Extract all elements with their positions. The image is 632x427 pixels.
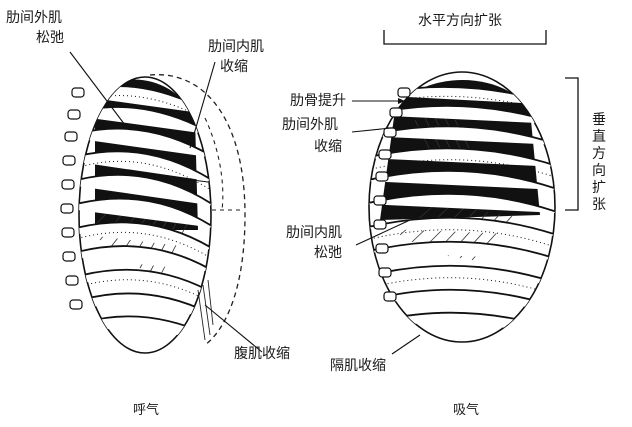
label-rib-raise: 肋骨提升 bbox=[290, 93, 346, 109]
label-abdominal-contract: 腹肌收缩 bbox=[234, 346, 290, 362]
label-ext-intercostal-contract-line2: 收缩 bbox=[314, 139, 342, 155]
vertical-bracket bbox=[565, 77, 579, 211]
label-ext-intercostal-relax-line1: 肋间外肌 bbox=[6, 10, 62, 26]
exhale-ribcage bbox=[60, 74, 246, 354]
label-diaphragm-contract: 隔肌收缩 bbox=[330, 358, 386, 374]
label-int-intercostal-contract-line1: 肋间内肌 bbox=[208, 39, 264, 55]
label-int-intercostal-relax-line2: 松弛 bbox=[314, 245, 342, 261]
label-int-intercostal-contract-line2: 收缩 bbox=[220, 59, 248, 75]
caption-exhale: 呼气 bbox=[133, 403, 160, 418]
caption-inhale: 吸气 bbox=[453, 403, 480, 418]
label-horizontal-expansion: 水平方向扩张 bbox=[418, 13, 502, 29]
label-vertical-expansion: 垂直方向扩张 bbox=[592, 112, 606, 213]
label-ext-intercostal-relax-line2: 松弛 bbox=[36, 30, 64, 46]
label-int-intercostal-relax-line1: 肋间内肌 bbox=[286, 225, 342, 241]
leader-lines bbox=[69, 51, 421, 355]
inhale-ribcage bbox=[368, 71, 556, 343]
label-ext-intercostal-contract-line1: 肋间外肌 bbox=[282, 117, 338, 133]
horizontal-bracket bbox=[383, 30, 547, 45]
